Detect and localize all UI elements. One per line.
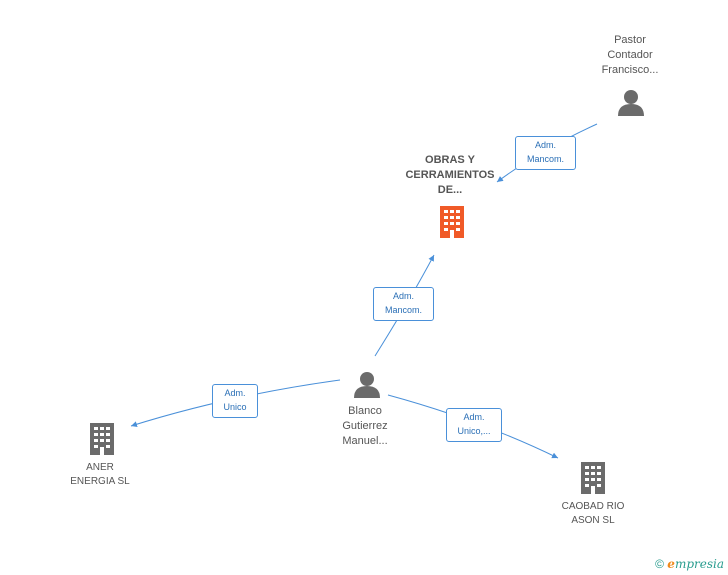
node-label-line: Blanco <box>348 405 382 417</box>
node-label-line: Contador <box>607 49 653 61</box>
person-icon[interactable] <box>616 88 646 118</box>
relation-label-line: Mancom. <box>526 154 564 164</box>
brand-logo-text: mpresia <box>674 557 724 571</box>
copyright-icon: © <box>655 557 664 571</box>
brand-logo-e: e <box>667 557 675 571</box>
node-label-pastor[interactable]: Pastor Contador Francisco... <box>585 33 675 78</box>
node-label-caobad[interactable]: CAOBAD RIO ASON SL <box>548 500 638 528</box>
building-icon[interactable] <box>86 421 118 457</box>
node-label-line: CAOBAD RIO <box>561 501 625 512</box>
relation-label-line: Adm. <box>224 388 246 398</box>
node-label-line: CERRAMIENTOS <box>405 169 495 181</box>
brand-logo: empresia <box>667 557 724 571</box>
person-icon[interactable] <box>352 370 382 400</box>
node-label-blanco[interactable]: Blanco Gutierrez Manuel... <box>320 404 410 449</box>
relation-label-line: Mancom. <box>384 305 422 315</box>
relation-label-line: Unico,... <box>457 426 491 436</box>
node-label-line: ENERGIA SL <box>70 476 130 487</box>
node-label-line: Francisco... <box>601 64 659 76</box>
node-label-line: OBRAS Y <box>425 154 475 166</box>
node-label-line: DE... <box>437 184 463 196</box>
relation-label-blanco-aner[interactable]: Adm. Unico <box>212 384 258 418</box>
relation-label-line: Adm. <box>392 291 414 301</box>
node-label-line: Manuel... <box>342 435 388 447</box>
node-label-aner[interactable]: ANER ENERGIA SL <box>55 461 145 489</box>
node-label-line: ANER <box>86 462 114 473</box>
relation-label-pastor-obras[interactable]: Adm. Mancom. <box>515 136 576 170</box>
node-label-line: Gutierrez <box>342 420 388 432</box>
relation-label-line: Adm. <box>534 140 556 150</box>
building-icon[interactable] <box>577 460 609 496</box>
node-label-line: ASON SL <box>571 515 615 526</box>
relation-label-blanco-obras[interactable]: Adm. Mancom. <box>373 287 434 321</box>
node-label-obras[interactable]: OBRAS Y CERRAMIENTOS DE... <box>390 153 510 198</box>
relation-label-blanco-caobad[interactable]: Adm. Unico,... <box>446 408 502 442</box>
relation-label-line: Adm. <box>463 412 485 422</box>
node-label-line: Pastor <box>614 34 646 46</box>
relation-label-line: Unico <box>223 402 247 412</box>
building-icon-main[interactable] <box>436 204 468 240</box>
footer-brand[interactable]: © empresia <box>655 557 724 571</box>
